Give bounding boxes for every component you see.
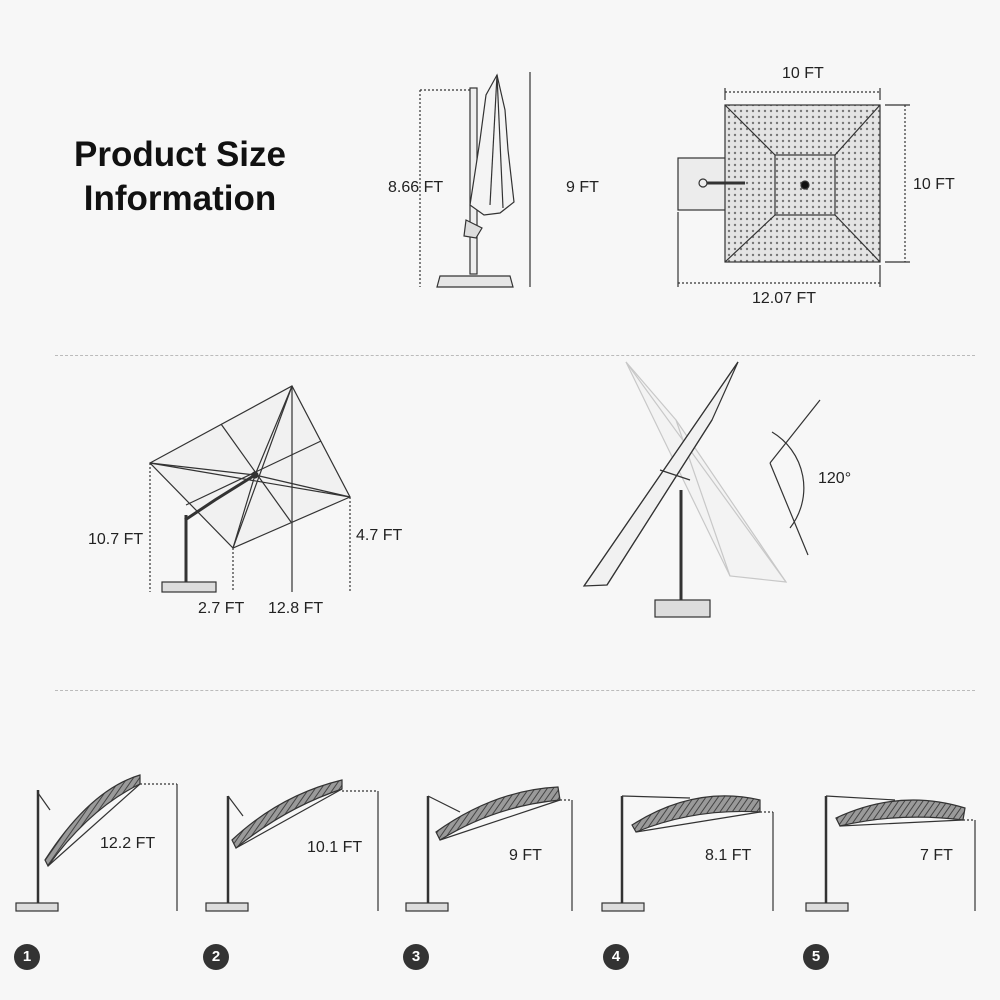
section-divider-1: [55, 355, 975, 356]
top-view-figure: [677, 88, 910, 287]
position-1-height-label: 12.2 FT: [100, 835, 156, 852]
title-line-1: Product Size: [74, 135, 286, 174]
closed-total-height-label: 9 FT: [566, 179, 599, 196]
open-height-label: 10.7 FT: [88, 531, 144, 548]
page-title: Product Size Information: [40, 133, 320, 221]
open-reach-label: 12.8 FT: [268, 600, 324, 617]
position-1-badge: 1: [14, 944, 40, 970]
position-5-figure: [805, 795, 976, 912]
open-edge-height-label: 4.7 FT: [356, 527, 403, 544]
open-base-offset-label: 2.7 FT: [198, 600, 245, 617]
title-line-2: Information: [83, 179, 277, 218]
top-width-label: 10 FT: [782, 65, 824, 82]
closed-umbrella-figure: [419, 72, 531, 288]
tilt-umbrella-figure: [582, 361, 821, 618]
position-5-badge: 5: [803, 944, 829, 970]
top-depth-label: 10 FT: [913, 176, 955, 193]
section-divider-2: [55, 690, 975, 691]
position-4-figure: [601, 795, 774, 912]
tilt-angle-label: 120°: [818, 470, 852, 487]
top-span-label: 12.07 FT: [752, 290, 817, 307]
position-1-figure: [15, 774, 178, 912]
positions-row-figure: [15, 774, 976, 912]
position-4-height-label: 8.1 FT: [705, 847, 752, 864]
position-3-figure: [405, 786, 573, 912]
position-3-height-label: 9 FT: [509, 847, 542, 864]
position-2-height-label: 10.1 FT: [307, 839, 363, 856]
open-umbrella-figure: [149, 385, 351, 593]
position-2-badge: 2: [203, 944, 229, 970]
position-2-figure: [205, 779, 379, 912]
position-4-badge: 4: [603, 944, 629, 970]
closed-height-label: 8.66 FT: [388, 179, 444, 196]
position-3-badge: 3: [403, 944, 429, 970]
position-5-height-label: 7 FT: [920, 847, 953, 864]
